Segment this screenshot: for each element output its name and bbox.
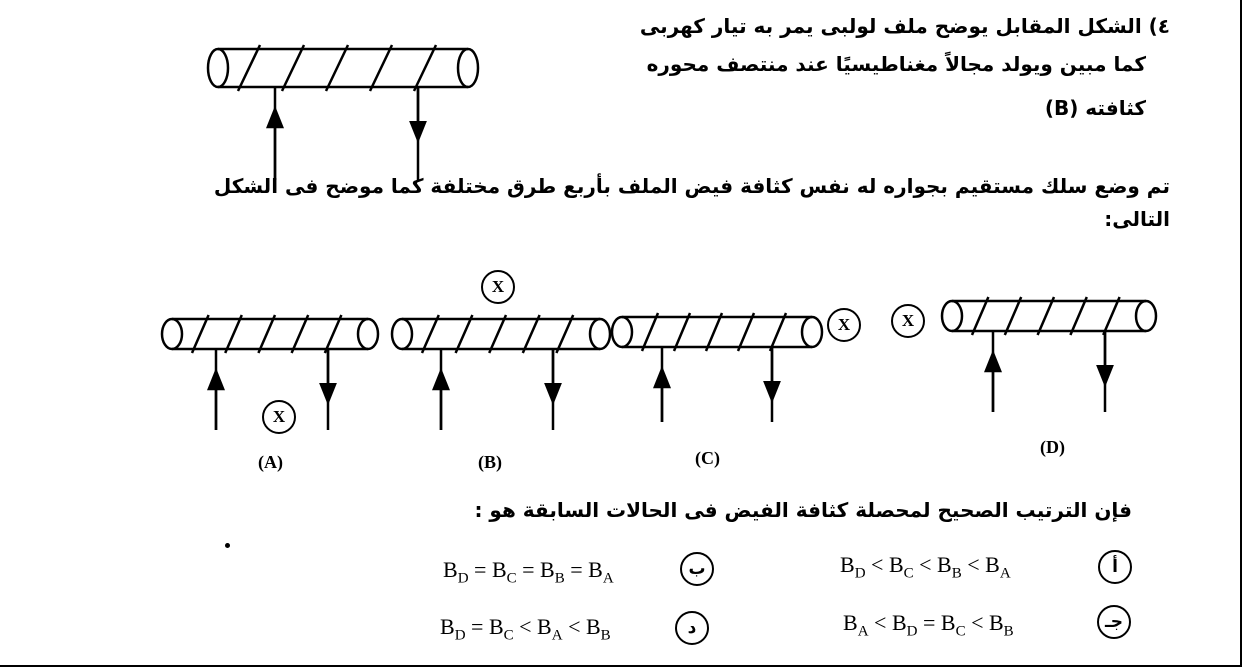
solenoid-b-left-end [390,317,414,351]
option-ba-marker[interactable]: ب [680,552,714,586]
option-dal-marker[interactable]: د [675,611,709,645]
solenoid-d-left-end [940,299,964,333]
option-dal-expression[interactable]: BD = BC < BA < BB [440,614,611,644]
solenoid-a-left-end [160,317,184,351]
wire-symbol-c: X [827,308,861,342]
solenoid-main-coil-turns [236,44,438,92]
solenoid-main-left-end [206,47,230,89]
solenoid-b-coil-turns [420,314,575,354]
stray-dot [225,543,230,548]
case-label-a: (A) [258,452,283,472]
solenoid-c-left-end [610,315,634,349]
option-alef-expression[interactable]: BD < BC < BB < BA [840,552,1011,582]
question-line-4: تم وضع سلك مستقيم بجواره له نفس كثافة في… [213,174,1170,198]
case-label-c: (C) [695,448,720,468]
question-line-6: فإن الترتيب الصحيح لمحصلة كثافة الفيض فى… [474,498,1132,522]
wire-symbol-a: X [262,400,296,434]
wire-symbol-d: X [891,304,925,338]
question-line-5: التالى: [1104,207,1170,231]
option-jeem-marker[interactable]: جـ [1097,605,1131,639]
solenoid-c-right-end [800,315,824,349]
solenoid-c-coil-turns [640,312,788,352]
solenoid-main-right-end [456,47,480,89]
case-label-b: (B) [478,452,502,472]
solenoid-b-right-end [588,317,612,351]
option-jeem-expression[interactable]: BA < BD = BC < BB [843,610,1014,640]
solenoid-a-right-end [356,317,380,351]
solenoid-a-coil-turns [190,314,343,354]
solenoid-d-right-end [1134,299,1158,333]
case-label-d: (D) [1040,437,1065,457]
solenoid-d-coil-turns [970,296,1121,336]
option-alef-marker[interactable]: أ [1098,550,1132,584]
question-line-2: كما مبين ويولد مجالاً مغناطيسيًا عند منت… [646,52,1146,76]
wire-symbol-b: X [481,270,515,304]
question-line-3: كثافته (B) [1044,96,1146,120]
option-ba-expression[interactable]: BD = BC = BB = BA [443,557,614,587]
question-line-1: ٤) الشكل المقابل يوضح ملف لولبى يمر به ت… [639,14,1170,38]
